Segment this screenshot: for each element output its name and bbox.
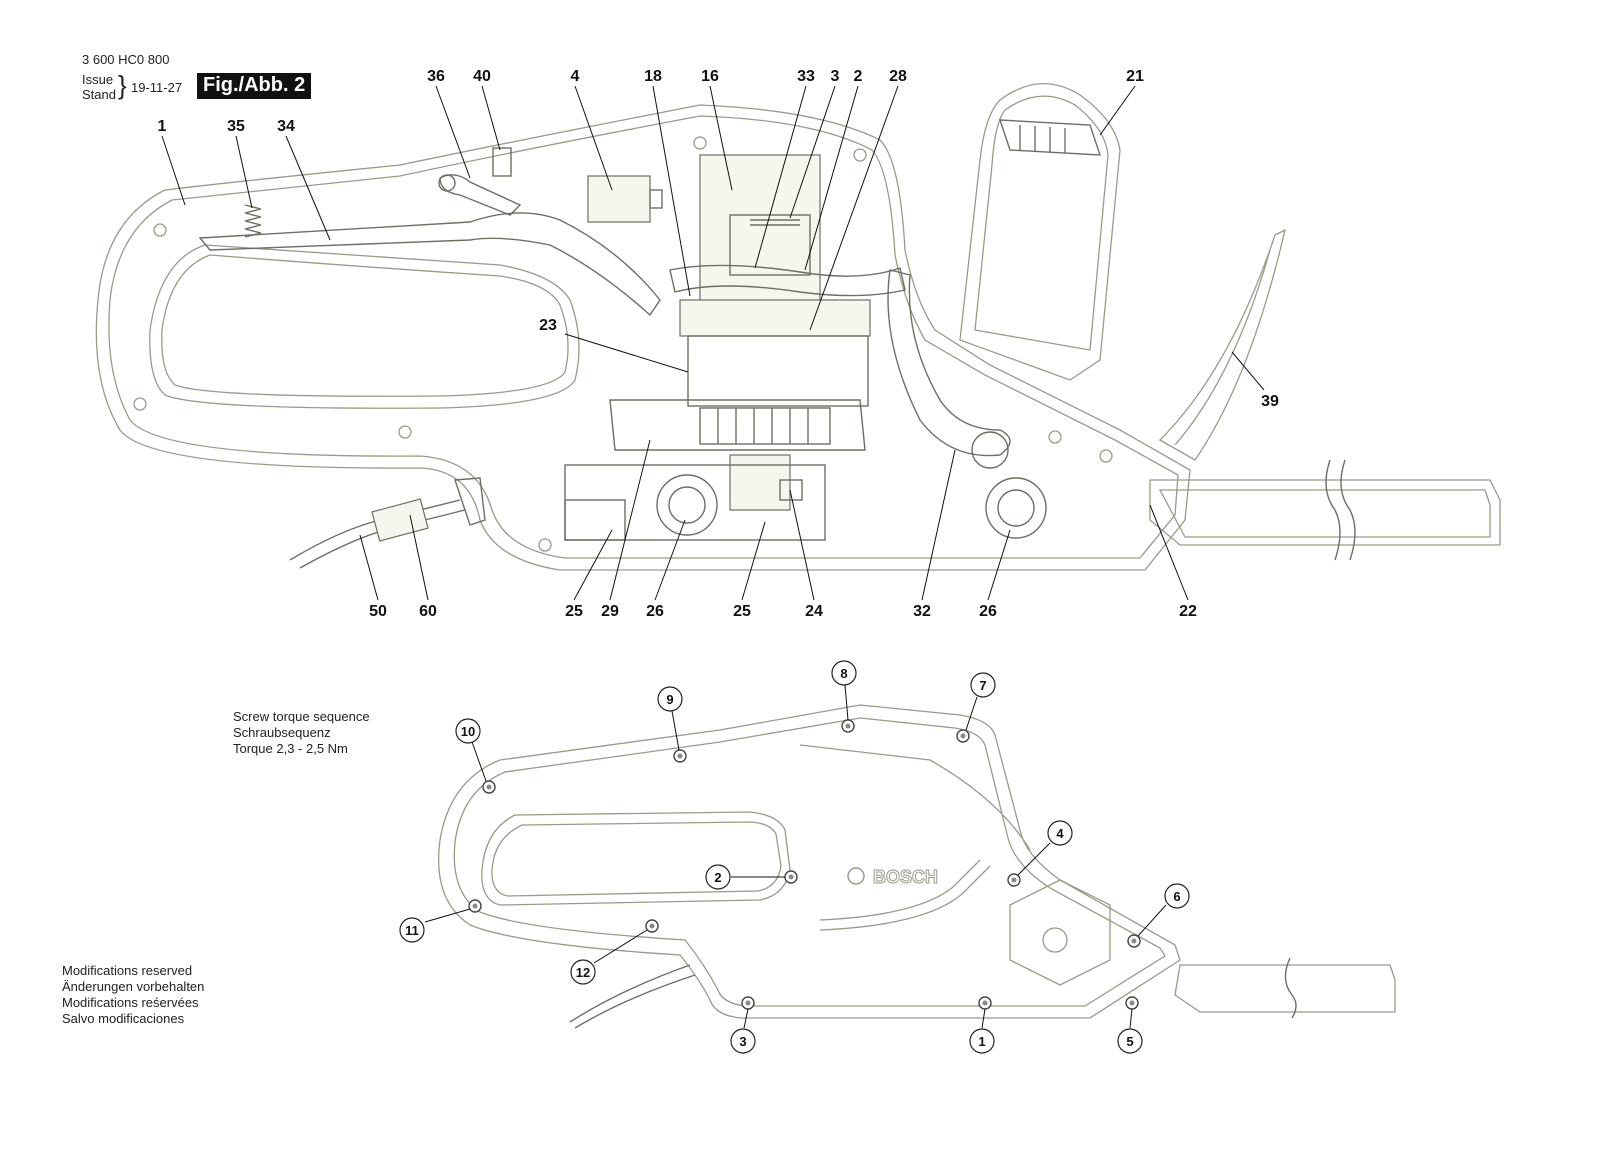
callout-28: 28 (889, 68, 907, 85)
seq-badge-4: 4 (1047, 820, 1073, 846)
issue-date: 19-11-27 (131, 80, 183, 95)
callout-50: 50 (369, 603, 387, 620)
seq-badge-12: 12 (570, 959, 596, 985)
footer-note-fr: Modifications reśervées (62, 995, 199, 1010)
seq-badge-8: 8 (831, 660, 857, 686)
callout-24: 24 (805, 603, 823, 620)
callout-16: 16 (701, 68, 719, 85)
seq-badge-9: 9 (657, 686, 683, 712)
screw-9 (673, 749, 687, 763)
svg-text:12: 12 (576, 965, 590, 980)
brace: } (118, 70, 127, 100)
callout-1: 1 (158, 118, 167, 135)
callout-36: 36 (427, 68, 445, 85)
screw-6 (1127, 934, 1141, 948)
footer-note-es: Salvo modificaciones (62, 1011, 185, 1026)
callout-26: 26 (646, 603, 664, 620)
screw-sequence-drawing (437, 704, 1396, 1029)
svg-text:3: 3 (739, 1034, 746, 1049)
screw-1 (978, 996, 992, 1010)
callout-32: 32 (913, 603, 931, 620)
svg-text:11: 11 (405, 923, 419, 938)
stand-label: Stand (82, 87, 116, 102)
sequence-badges: 1 2 3 4 5 6 7 8 9 10 11 12 (399, 660, 1190, 1054)
main-housing-drawing (95, 83, 1501, 571)
screw-12 (645, 919, 659, 933)
screw-4 (1007, 873, 1021, 887)
screw-note-torque: Torque 2,3 - 2,5 Nm (233, 741, 348, 756)
screw-note-de: Schraubsequenz (233, 725, 331, 740)
callout-23: 23 (539, 317, 557, 334)
brand-logo-text: BOSCH (873, 867, 938, 887)
footer-note-en: Modifications reserved (62, 963, 193, 978)
part-number: 3 600 HC0 800 (82, 52, 170, 67)
screw-5 (1125, 996, 1139, 1010)
svg-text:1: 1 (978, 1034, 985, 1049)
callout-25-b: 25 (733, 603, 751, 620)
svg-text:5: 5 (1126, 1034, 1133, 1049)
svg-text:8: 8 (840, 666, 847, 681)
callout-18: 18 (644, 68, 662, 85)
seq-badge-1: 1 (969, 1028, 995, 1054)
seq-badge-3: 3 (730, 1028, 756, 1054)
upper-callouts: 36 40 4 18 16 33 3 2 28 21 1 35 34 23 39… (158, 68, 1279, 620)
seq-badge-7: 7 (970, 672, 996, 698)
svg-text:4: 4 (1056, 826, 1064, 841)
callout-40: 40 (473, 68, 491, 85)
callout-34: 34 (277, 118, 295, 135)
callout-35: 35 (227, 118, 245, 135)
bosch-logo: BOSCH (847, 867, 939, 888)
svg-text:7: 7 (979, 678, 986, 693)
callout-39: 39 (1261, 393, 1279, 410)
seq-badge-2: 2 (705, 864, 731, 890)
screw-10 (482, 780, 496, 794)
figure-label: Fig./Abb. 2 (197, 73, 312, 99)
callout-22: 22 (1179, 603, 1197, 620)
callout-3: 3 (831, 68, 840, 85)
seq-badge-5: 5 (1117, 1028, 1143, 1054)
callout-25: 25 (565, 603, 583, 620)
svg-text:2: 2 (714, 870, 721, 885)
callout-2: 2 (854, 68, 863, 85)
callout-33: 33 (797, 68, 815, 85)
screw-points (468, 719, 1141, 1010)
screw-7 (956, 729, 970, 743)
svg-text:9: 9 (666, 692, 673, 707)
issue-label: Issue (82, 72, 114, 87)
footer-note-de: Änderungen vorbehalten (62, 979, 205, 994)
seq-badge-10: 10 (455, 718, 481, 744)
callout-4: 4 (571, 68, 580, 85)
callout-29: 29 (601, 603, 619, 620)
callout-21: 21 (1126, 68, 1144, 85)
callout-60: 60 (419, 603, 437, 620)
callout-26-b: 26 (979, 603, 997, 620)
seq-badge-6: 6 (1164, 883, 1190, 909)
upper-leader-lines (161, 85, 1265, 601)
seq-badge-11: 11 (399, 917, 425, 943)
svg-text:6: 6 (1173, 889, 1180, 904)
screw-2 (784, 870, 798, 884)
screw-3 (741, 996, 755, 1010)
screw-note-en: Screw torque sequence (233, 709, 370, 724)
screw-11 (468, 899, 482, 913)
screw-8 (841, 719, 855, 733)
svg-text:10: 10 (461, 724, 475, 739)
sequence-leader-lines (424, 684, 1167, 1029)
